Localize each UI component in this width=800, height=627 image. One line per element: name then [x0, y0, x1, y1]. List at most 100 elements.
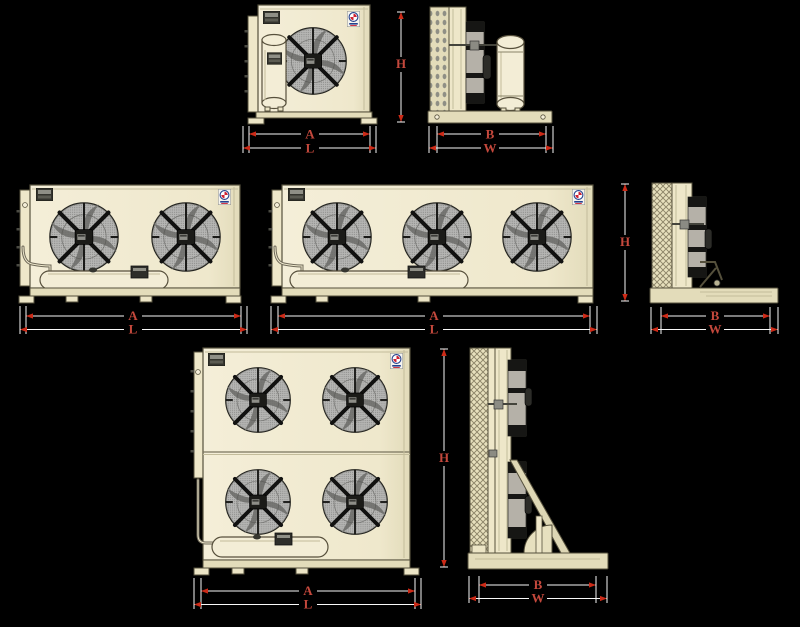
fan-motor — [482, 54, 492, 80]
dim-label-l: L — [304, 597, 313, 612]
mounting-foot — [247, 117, 265, 125]
fan-motor — [524, 387, 533, 407]
fan-icon — [277, 25, 349, 97]
dim-label-w: W — [532, 591, 545, 606]
junction-box — [130, 265, 149, 279]
tank-support — [417, 295, 431, 303]
coil-pipe-stubs — [244, 30, 249, 93]
dim-label-a: A — [303, 583, 313, 598]
mounting-foot — [18, 295, 35, 304]
tank-support — [139, 295, 153, 303]
mounting-foot — [403, 567, 420, 576]
base-rail — [255, 111, 373, 119]
brand-logo-icon — [572, 189, 585, 205]
dims-two-fan-front: A L — [19, 306, 248, 337]
dim-label-l: L — [430, 322, 439, 337]
fan-shroud-side — [465, 21, 485, 104]
dims-multi-fan-side: B W — [650, 307, 779, 337]
fan-icon — [320, 467, 390, 537]
fan-motor — [704, 228, 713, 250]
dim-height-top-row: H — [396, 11, 406, 123]
bolt-hole — [434, 114, 440, 120]
four-fan-side-view — [467, 347, 609, 570]
sight-glass — [253, 534, 261, 540]
fan-motor — [524, 495, 533, 515]
base-rail — [281, 287, 594, 297]
rod-bracket — [469, 40, 480, 51]
tank-support — [295, 567, 309, 575]
tank-support — [315, 295, 329, 303]
tank-support — [231, 567, 245, 575]
pipe-highlight — [274, 246, 303, 272]
dim-label-a: A — [429, 308, 439, 323]
fan-icon — [223, 467, 293, 537]
nameplate — [267, 52, 282, 65]
rod-bracket — [679, 219, 690, 230]
horizontal-receiver-tank — [289, 265, 469, 290]
coil-side-panel — [448, 6, 467, 112]
pipe-highlight — [197, 479, 215, 544]
sight-glass — [89, 267, 97, 273]
mounting-foot — [225, 295, 242, 304]
dims-four-fan-front: A L — [193, 578, 422, 612]
dim-label-a: A — [305, 127, 315, 142]
brand-logo-icon — [390, 353, 403, 369]
brand-logo-icon — [218, 189, 231, 205]
dim-height-bottom-row: H — [439, 348, 449, 568]
dim-label-h: H — [439, 450, 449, 465]
tank-support — [65, 295, 79, 303]
dims-three-fan-front: A L — [270, 306, 598, 337]
dim-label-b: B — [486, 127, 495, 142]
fan-icon — [503, 203, 571, 271]
dim-label-l: L — [306, 141, 315, 156]
dim-label-w: W — [484, 141, 497, 156]
coil-pipe-stubs — [16, 210, 21, 267]
mounting-foot — [193, 567, 210, 576]
service-port — [22, 202, 28, 208]
single-fan-front-view — [244, 4, 378, 125]
corner-bracket — [471, 544, 487, 554]
dim-label-h: H — [396, 56, 406, 71]
base-plate — [427, 110, 553, 124]
nameplate — [36, 188, 53, 201]
condenser-coil — [429, 6, 450, 112]
fan-icon — [303, 203, 371, 271]
fan-icon — [403, 203, 471, 271]
mounting-foot — [577, 295, 594, 304]
dims-single-fan-side: B W — [428, 126, 554, 156]
dim-label-l: L — [129, 322, 138, 337]
dim-height-middle-row: H — [620, 183, 630, 302]
fan-icon — [320, 365, 390, 435]
mounting-foot — [270, 295, 287, 304]
dim-label-a: A — [128, 308, 138, 323]
base-plate — [467, 552, 609, 570]
horizontal-receiver-tank — [211, 532, 329, 558]
condenser-coil — [469, 347, 489, 554]
drain-pipe — [535, 515, 543, 554]
pipe-highlight — [22, 246, 51, 272]
four-fan-front-view — [190, 347, 420, 576]
service-port — [274, 202, 280, 208]
nameplate — [288, 188, 305, 201]
dims-four-fan-side: B W — [468, 576, 608, 606]
condenser-coil — [651, 182, 673, 289]
fan-icon — [223, 365, 293, 435]
coil-pipe-stubs — [268, 210, 273, 267]
coil-pipe-stubs — [190, 370, 195, 453]
dims-single-fan-front: A L — [242, 126, 377, 156]
rod-bracket — [493, 399, 504, 410]
dim-label-w: W — [709, 322, 722, 337]
nameplate — [208, 353, 225, 366]
single-fan-side-view — [427, 6, 553, 124]
dim-label-h: H — [620, 234, 630, 249]
two-fan-front-view — [16, 184, 242, 304]
three-fan-front-view — [268, 184, 594, 304]
junction-box — [274, 532, 293, 546]
fan-icon — [152, 203, 220, 271]
bolt-hole — [540, 114, 546, 120]
mounting-foot — [360, 117, 378, 125]
sight-glass — [341, 267, 349, 273]
coil-header-strip — [247, 15, 259, 113]
